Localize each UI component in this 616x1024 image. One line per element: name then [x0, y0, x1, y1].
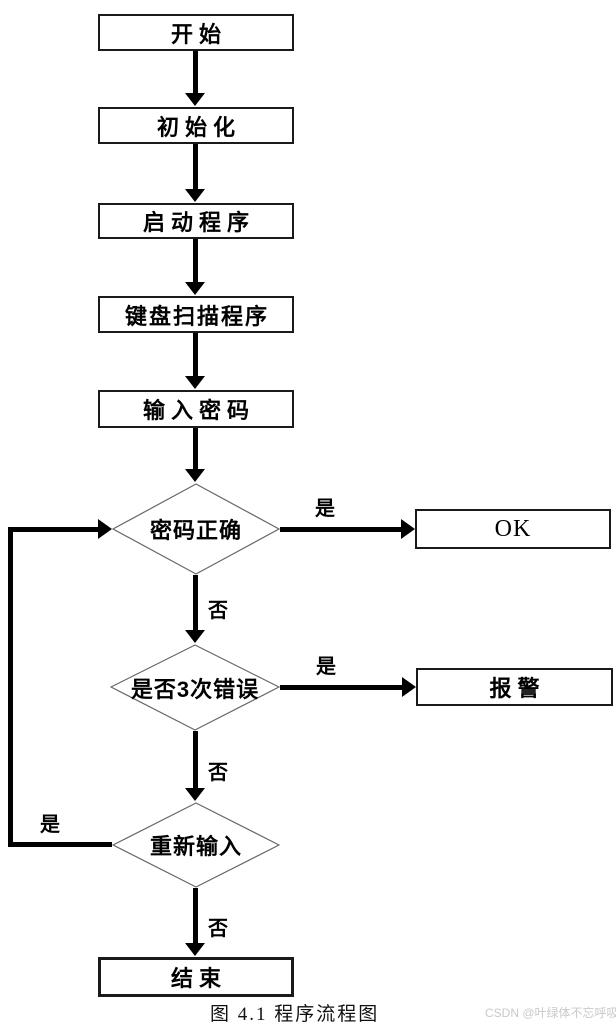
node-reenter: 重新输入: [112, 802, 280, 888]
node-alarm-label: 报警: [489, 676, 546, 701]
arrow-threeerrors-reenter-line: [193, 731, 198, 791]
node-start-label: 开始: [170, 21, 227, 47]
node-three-errors-label: 是否3次错误: [130, 676, 260, 702]
node-keyboard-scan-label: 键盘扫描程序: [124, 303, 269, 329]
csdn-watermark: CSDN @叶绿体不忘呼吸: [485, 1006, 616, 1020]
arrow-reenter-end-head: [185, 943, 205, 956]
arrow-keyscan-password-line: [193, 333, 198, 379]
edge-label-check-yes: 是: [315, 498, 335, 520]
arrow-check-ok-head: [401, 519, 415, 539]
node-ok: OK: [415, 509, 611, 549]
arrow-init-launch-head: [185, 189, 205, 202]
arrow-check-ok-line: [280, 527, 401, 532]
arrow-start-init-head: [185, 93, 205, 106]
arrow-keyscan-password-head: [185, 376, 205, 389]
loop-reenter-head: [98, 519, 112, 539]
arrow-launch-keyscan-line: [193, 239, 198, 285]
node-enter-password: 输入密码: [98, 390, 294, 428]
arrow-password-check-line: [193, 428, 198, 472]
edge-label-reenter-yes: 是: [40, 814, 60, 836]
node-end: 结束: [98, 957, 294, 997]
node-reenter-label: 重新输入: [149, 834, 242, 859]
arrow-threeerrors-reenter-head: [185, 788, 205, 801]
edge-label-threeerrors-no: 否: [208, 762, 228, 784]
loop-reenter-vertical-line: [8, 527, 13, 847]
node-password-correct: 密码正确: [112, 483, 280, 575]
node-password-correct-label: 密码正确: [149, 518, 242, 543]
arrow-check-threeerrors-line: [193, 575, 198, 633]
node-three-errors: 是否3次错误: [110, 644, 280, 731]
node-init-label: 初始化: [156, 114, 241, 140]
loop-reenter-bottom-line: [8, 842, 112, 847]
diamond-shape: [110, 644, 280, 731]
node-alarm: 报警: [416, 668, 613, 706]
node-keyboard-scan: 键盘扫描程序: [98, 296, 294, 333]
edge-label-threeerrors-yes: 是: [316, 656, 336, 678]
node-ok-label: OK: [494, 515, 532, 542]
diamond-shape: [112, 802, 280, 888]
node-end-label: 结束: [170, 966, 227, 991]
arrow-launch-keyscan-head: [185, 282, 205, 295]
arrow-password-check-head: [185, 469, 205, 482]
arrow-threeerrors-alarm-head: [402, 677, 416, 697]
arrow-threeerrors-alarm-line: [280, 685, 402, 690]
node-init: 初始化: [98, 107, 294, 144]
arrow-reenter-end-line: [193, 888, 198, 946]
diamond-shape: [112, 483, 280, 575]
arrow-init-launch-line: [193, 144, 198, 192]
arrow-start-init-line: [193, 51, 198, 96]
node-enter-password-label: 输入密码: [142, 398, 255, 423]
node-start: 开始: [98, 14, 294, 51]
figure-caption: 图 4.1 程序流程图: [210, 1004, 380, 1024]
edge-label-check-no: 否: [208, 600, 228, 622]
arrow-check-threeerrors-head: [185, 630, 205, 643]
node-launch-program: 启动程序: [98, 203, 294, 239]
node-launch-program-label: 启动程序: [142, 210, 255, 235]
loop-reenter-top-line: [8, 527, 98, 532]
edge-label-reenter-no: 否: [208, 918, 228, 940]
